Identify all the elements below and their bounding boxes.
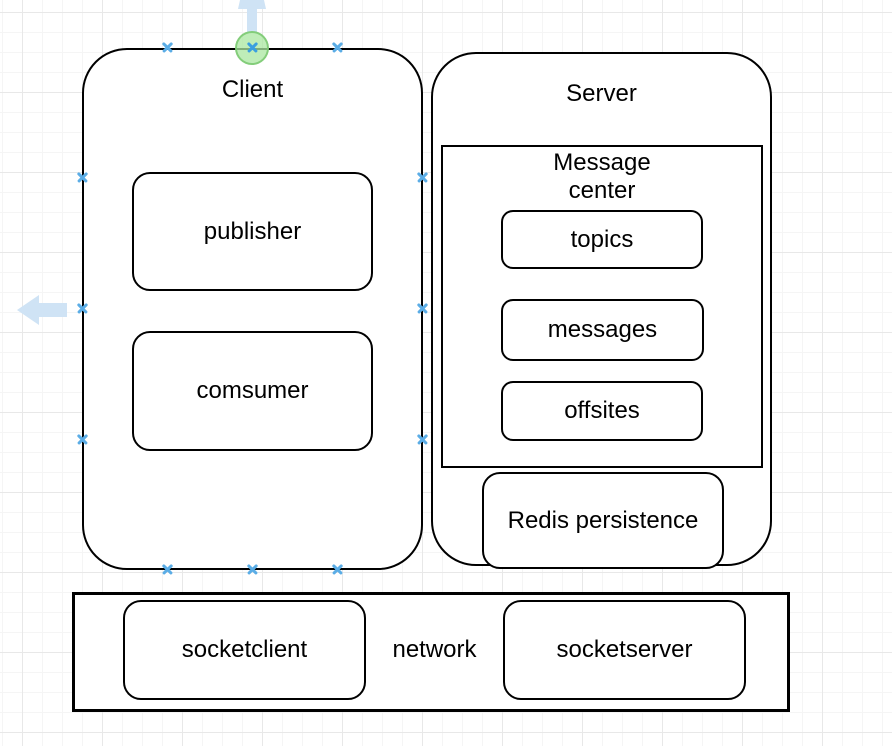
consumer-label: comsumer: [196, 377, 309, 405]
socketserver-node[interactable]: socketserver: [503, 600, 746, 700]
connection-point-icon[interactable]: [75, 433, 89, 447]
socketserver-label: socketserver: [556, 636, 693, 664]
client-title: Client: [221, 76, 284, 103]
topics-node[interactable]: topics: [501, 210, 703, 269]
direction-arrow-left-icon[interactable]: [16, 294, 68, 326]
messages-node[interactable]: messages: [501, 299, 704, 361]
redis-persistence-node[interactable]: Redis persistence: [482, 472, 724, 569]
connection-point-icon[interactable]: [75, 302, 89, 316]
client-node[interactable]: Client: [82, 48, 423, 570]
publisher-node[interactable]: publisher: [132, 172, 373, 291]
connection-point-icon[interactable]: [415, 171, 429, 185]
connection-point-active-icon[interactable]: [245, 41, 259, 55]
socketclient-node[interactable]: socketclient: [123, 600, 366, 700]
messages-label: messages: [547, 316, 658, 344]
offsites-label: offsites: [564, 397, 640, 425]
connection-point-icon[interactable]: [160, 41, 174, 55]
server-title: Server: [566, 80, 637, 107]
offsites-node[interactable]: offsites: [501, 381, 703, 441]
connection-point-icon[interactable]: [245, 563, 259, 577]
publisher-label: publisher: [203, 217, 302, 245]
redis-persistence-label: Redis persistence: [507, 506, 699, 534]
connection-point-icon[interactable]: [75, 171, 89, 185]
connection-point-icon[interactable]: [415, 302, 429, 316]
topics-label: topics: [570, 225, 634, 253]
message-center-title: Message center: [553, 149, 651, 204]
direction-arrow-up-icon[interactable]: [237, 0, 267, 33]
network-label: network: [392, 636, 477, 663]
connection-point-icon[interactable]: [330, 41, 344, 55]
connection-point-icon[interactable]: [330, 563, 344, 577]
connection-point-icon[interactable]: [160, 563, 174, 577]
connection-point-icon[interactable]: [415, 433, 429, 447]
consumer-node[interactable]: comsumer: [132, 331, 373, 451]
socketclient-label: socketclient: [181, 636, 308, 664]
